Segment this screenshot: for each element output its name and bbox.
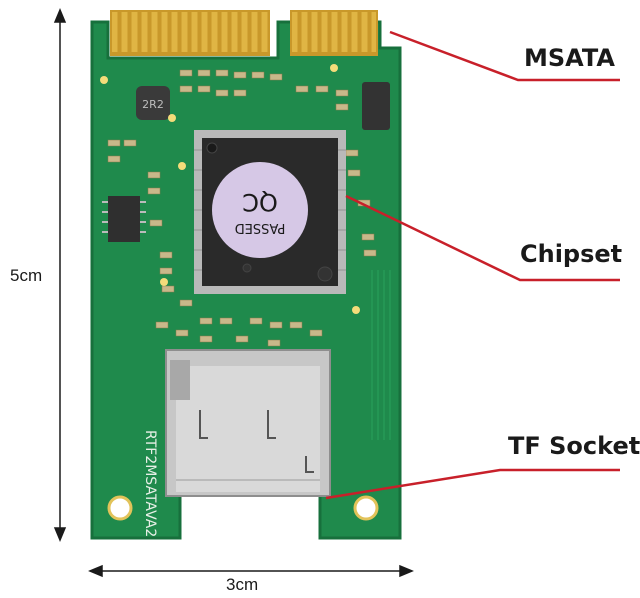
- inductor: 2R2: [136, 86, 170, 120]
- msata-edge-connector: [110, 10, 378, 56]
- callout-lines: [325, 30, 620, 500]
- sticker-passed: PASSED: [235, 220, 286, 235]
- svg-text:2R2: 2R2: [142, 98, 164, 111]
- passive-components: [107, 69, 377, 347]
- dimension-arrows: [53, 8, 414, 578]
- sticker-qc: QC: [242, 188, 278, 216]
- crystal-oscillator: [362, 82, 390, 130]
- callout-msata: MSATA: [524, 44, 615, 72]
- test-points: [100, 64, 360, 314]
- model-silkscreen: RTF2MSATAVA2: [142, 430, 158, 537]
- callout-tf-socket: TF Socket: [508, 432, 640, 460]
- chipset: PASSED QC: [194, 130, 346, 294]
- mounting-holes: [107, 495, 379, 521]
- dimension-width: 3cm: [226, 575, 259, 594]
- pcb-traces: [371, 270, 391, 440]
- dimension-height: 5cm: [10, 264, 43, 288]
- small-ic: [102, 196, 146, 242]
- callout-chipset: Chipset: [520, 240, 623, 268]
- tf-socket: [165, 349, 331, 497]
- qc-sticker: [212, 162, 308, 258]
